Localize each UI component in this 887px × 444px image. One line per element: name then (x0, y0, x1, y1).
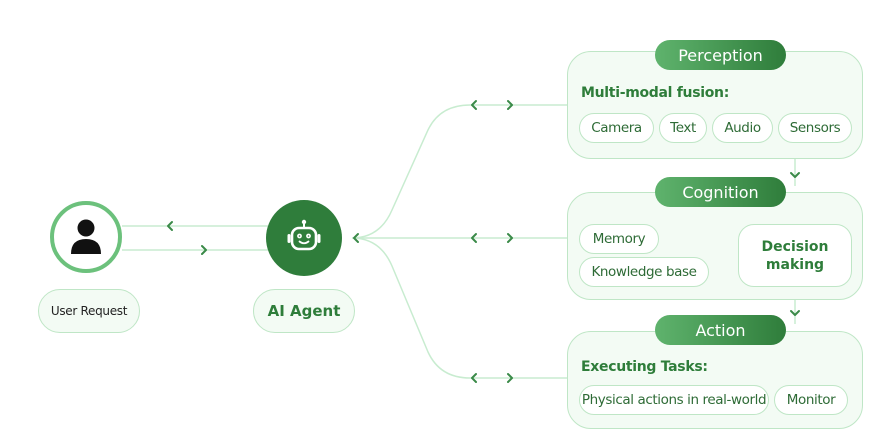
decision-text-line1: Decision (761, 238, 829, 255)
arrow-down-icon (790, 172, 800, 178)
ai-agent-text: AI Agent (267, 302, 341, 320)
arrow-left-icon (471, 100, 477, 110)
user-icon (71, 219, 101, 254)
cognition-header[interactable]: Cognition (655, 177, 786, 207)
arrow-right-icon (507, 233, 513, 243)
chip-monitor[interactable]: Monitor (774, 385, 848, 415)
chip-physical-actions[interactable]: Physical actions in real-world (579, 385, 769, 415)
decision-text-line2: making (765, 256, 825, 273)
perception-title: Perception (678, 45, 763, 65)
user-node[interactable] (50, 201, 122, 273)
ai-agent-label: AI Agent (253, 289, 355, 333)
arrow-left-icon (167, 221, 173, 231)
chip-audio[interactable]: Audio (712, 113, 773, 143)
action-subtitle: Executing Tasks: (581, 359, 708, 375)
user-request-text: User Request (50, 304, 128, 318)
arrow-right-icon (507, 100, 513, 110)
connector-agent-action (351, 237, 568, 379)
cognition-title: Cognition (682, 182, 759, 202)
arrow-left-icon (353, 233, 359, 243)
chip-memory[interactable]: Memory (579, 224, 659, 254)
chip-camera[interactable]: Camera (579, 113, 654, 143)
arrow-right-icon (201, 245, 207, 255)
chip-text[interactable]: Text (659, 113, 707, 143)
arrow-down-icon (790, 310, 800, 316)
connector-agent-perception (351, 104, 568, 239)
arrow-right-icon (507, 373, 513, 383)
robot-icon (287, 219, 321, 251)
chip-knowledge-base[interactable]: Knowledge base (579, 257, 709, 287)
arrow-left-icon (471, 373, 477, 383)
decision-making-box[interactable]: Decision making (738, 224, 852, 287)
chip-sensors[interactable]: Sensors (778, 113, 852, 143)
perception-subtitle: Multi-modal fusion: (581, 85, 730, 101)
user-request-label: User Request (38, 289, 140, 333)
action-header[interactable]: Action (655, 315, 786, 345)
arrow-left-icon (471, 233, 477, 243)
ai-agent-node[interactable] (266, 200, 342, 276)
perception-header[interactable]: Perception (655, 40, 786, 70)
action-title: Action (695, 320, 746, 340)
